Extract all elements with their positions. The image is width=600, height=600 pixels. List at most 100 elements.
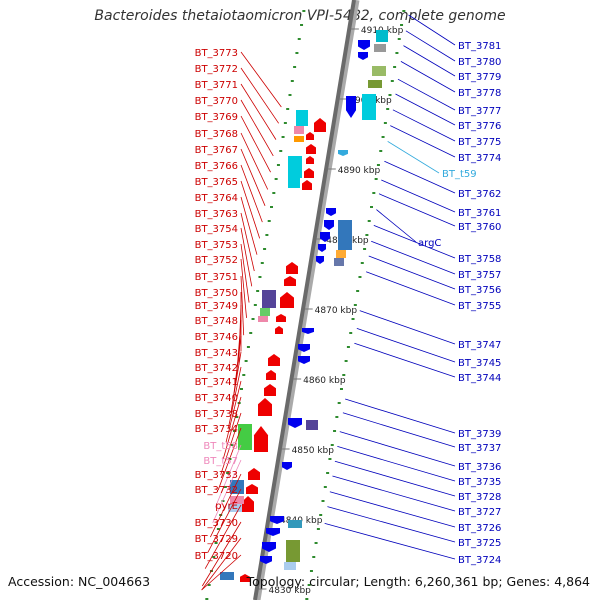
gene-label-left: BT_3751 <box>195 272 238 283</box>
gene-label-right: BT_3747 <box>458 340 501 351</box>
leader-line <box>210 473 242 538</box>
gene-label-right: BT_3735 <box>458 477 501 488</box>
track-dot <box>244 360 248 362</box>
gene-label-right: argC <box>418 238 441 249</box>
track-dot <box>367 220 371 222</box>
track-dot <box>239 388 243 390</box>
track-dot <box>216 528 220 530</box>
leader-line <box>240 227 253 287</box>
track-dot <box>319 514 323 516</box>
track-dot <box>253 304 257 306</box>
track-dot <box>226 472 230 474</box>
track-dot <box>321 500 325 502</box>
forward-gene <box>246 484 258 494</box>
leader-line <box>207 488 242 553</box>
track-dot <box>305 598 309 600</box>
track-dot <box>335 416 339 418</box>
track-dot <box>295 52 299 54</box>
reverse-gene <box>262 542 276 552</box>
gene-label-left: BT_t57 <box>203 456 238 467</box>
gene-label-right: BT_3757 <box>458 270 501 281</box>
track-dot <box>300 24 304 26</box>
leader-line <box>400 61 456 93</box>
reverse-gene <box>302 328 314 334</box>
track-dot <box>393 66 397 68</box>
gene-label-left: BT_3741 <box>195 377 238 388</box>
track-dot <box>346 346 350 348</box>
forward-gene <box>314 118 326 132</box>
track-dot <box>242 374 246 376</box>
gene-hit-box <box>288 178 300 188</box>
gene-label-left: BT_3773 <box>195 48 238 59</box>
leader-line <box>240 115 271 173</box>
track-dot <box>246 346 250 348</box>
leader-line <box>390 125 456 158</box>
leader-line <box>201 521 242 587</box>
gene-label-left: BT_3754 <box>195 224 238 235</box>
gene-label-right: BT_3755 <box>458 301 501 312</box>
gene-label-right: BT_3724 <box>458 555 501 566</box>
reverse-gene <box>318 244 326 252</box>
forward-gene <box>276 314 286 322</box>
track-dot <box>316 528 320 530</box>
track-dot <box>333 430 337 432</box>
gene-label-left: BT_3743 <box>195 348 238 359</box>
track-dot <box>326 472 330 474</box>
forward-gene <box>280 292 294 308</box>
gene-label-left: BT_3768 <box>195 129 238 140</box>
track-dot <box>235 416 239 418</box>
track-dot <box>283 122 287 124</box>
gene-label-left: BT_3765 <box>195 177 238 188</box>
gene-label-left: BT_3733 <box>195 470 238 481</box>
track-dot <box>274 178 278 180</box>
leader-line <box>329 491 456 528</box>
leader-line <box>403 45 456 77</box>
reverse-gene <box>298 356 310 364</box>
gene-label-right: BT_3780 <box>458 57 501 68</box>
gene-hit-box <box>288 156 302 178</box>
accession-text: Accession: NC_004663 <box>8 574 151 589</box>
track-dot <box>363 248 367 250</box>
leader-line <box>342 412 456 448</box>
leader-line <box>240 148 266 206</box>
forward-gene <box>264 384 276 396</box>
gene-hit-box <box>368 80 382 88</box>
leader-line <box>384 160 456 194</box>
leader-line <box>233 335 242 397</box>
track-dot <box>251 318 255 320</box>
track-dot <box>379 150 383 152</box>
gene-label-right: BT_3728 <box>458 492 501 503</box>
leader-line <box>345 398 456 434</box>
leader-line <box>240 258 247 318</box>
track-dot <box>309 570 313 572</box>
gene-hit-box <box>294 126 304 134</box>
gene-label-right: BT_3726 <box>458 523 501 534</box>
forward-gene <box>248 468 260 480</box>
track-dot <box>263 248 267 250</box>
gene-label-left: BT_3770 <box>195 96 238 107</box>
track-dot <box>258 276 262 278</box>
gene-hit-box <box>336 250 346 258</box>
track-dot <box>397 38 401 40</box>
gene-label-right: BT_3745 <box>458 358 501 369</box>
gene-label-left: BT_3766 <box>195 161 238 172</box>
track-dot <box>353 304 357 306</box>
leader-line <box>240 67 279 124</box>
track-dot <box>230 444 234 446</box>
track-dot <box>328 458 332 460</box>
track-dot <box>279 150 283 152</box>
leader-line <box>227 366 242 429</box>
track-dot <box>383 122 387 124</box>
reverse-gene <box>358 52 368 60</box>
track-dot <box>349 332 353 334</box>
track-dot <box>358 276 362 278</box>
gene-label-left: BT_3742 <box>195 363 238 374</box>
track-dot <box>388 94 392 96</box>
leader-line <box>392 109 456 142</box>
gene-label-left: BT_3772 <box>195 64 238 75</box>
scale-label: 4890 kbp <box>338 166 381 176</box>
track-dot <box>267 220 271 222</box>
gene-hit-box <box>220 572 234 580</box>
gene-label-left: BT_3752 <box>195 255 238 266</box>
leader-line <box>240 132 269 190</box>
